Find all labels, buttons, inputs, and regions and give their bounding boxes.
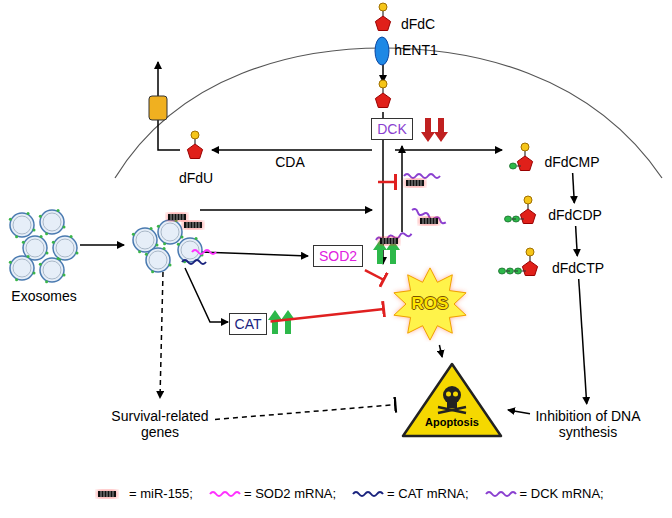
exosome [9, 212, 36, 238]
node-text: ROS [412, 294, 449, 314]
exosome-label: Exosomes [11, 288, 76, 304]
molecule [375, 80, 390, 108]
connector [439, 345, 442, 357]
connector [270, 309, 384, 321]
node-text: SOD2 [319, 248, 357, 264]
molecule-label: dFdC [401, 16, 435, 32]
molecule [499, 248, 538, 276]
node-text: Survival-related genes [108, 408, 212, 440]
mir-155 [183, 221, 203, 229]
exosome [39, 209, 66, 235]
enzyme-label: CDA [275, 154, 305, 170]
enzyme-box: SOD2 [313, 245, 363, 267]
mrna [486, 492, 516, 496]
exosome [52, 235, 79, 261]
enzyme-box: CAT [229, 313, 268, 335]
mir-155 [379, 237, 399, 245]
connector [579, 279, 587, 404]
connector [365, 270, 384, 280]
exosome [145, 247, 172, 273]
metabolite-label: dFdU [179, 170, 213, 186]
exosome [157, 219, 184, 245]
legend-text: = DCK mRNA; [520, 486, 604, 501]
mrna [210, 492, 240, 496]
exosome [39, 257, 66, 283]
mrna [353, 492, 383, 496]
outcome-label: Inhibition of DNA synthesis [533, 408, 643, 440]
exosome [177, 237, 204, 263]
node-text: DCK [377, 121, 407, 137]
legend-text: = miR-155; [129, 486, 193, 501]
node-text: Inhibition of DNA synthesis [533, 408, 643, 440]
legend-sample [483, 487, 517, 501]
mrna [404, 174, 440, 178]
connector [508, 410, 530, 414]
transporter: hENT1 [374, 42, 438, 58]
metabolite-label: dFdCMP [544, 154, 599, 170]
enzyme-box: DCK [371, 118, 413, 140]
node-text: dFdU [179, 170, 213, 186]
ros-star: ROS [388, 266, 472, 342]
metabolite-label: dFdCDP [548, 207, 602, 223]
molecule [187, 131, 202, 159]
legend-sample [207, 487, 241, 501]
node-text: Apoptosis [400, 416, 504, 429]
molecule [505, 196, 536, 224]
legend-text: = SOD2 mRNA; [244, 486, 336, 501]
apoptosis-sign: Apoptosis [400, 361, 504, 439]
legend-item: = SOD2 mRNA; [207, 486, 336, 501]
metabolite-label: dFdCTP [552, 260, 604, 276]
mir-155 [419, 217, 439, 225]
node-text: CAT [235, 316, 262, 332]
node-text: dFdCTP [552, 260, 604, 276]
legend-sample [92, 487, 126, 501]
molecule [510, 143, 533, 171]
mrna [182, 260, 206, 264]
connector [576, 226, 578, 256]
node-text: Exosomes [11, 288, 76, 304]
mir-155 [405, 179, 425, 187]
mrna [411, 208, 446, 224]
legend: = miR-155; = SOD2 mRNA; = CAT mRNA; = DCK m… [92, 486, 618, 501]
connector [573, 173, 575, 203]
node-text: dFdC [401, 16, 435, 32]
legend-text: = CAT mRNA; [387, 486, 469, 501]
node-text: dFdCMP [544, 154, 599, 170]
gene-label: Survival-related genes [108, 408, 212, 440]
legend-item: = DCK mRNA; [483, 486, 604, 501]
mrna [192, 250, 216, 254]
connector [215, 405, 396, 420]
mir-155 [167, 213, 187, 221]
node-text: hENT1 [394, 42, 438, 58]
molecule [375, 3, 390, 31]
mir-155 [97, 490, 117, 498]
legend-item: = CAT mRNA; [350, 486, 469, 501]
legend-item: = miR-155; [92, 486, 193, 501]
node-text: dFdCDP [548, 207, 602, 223]
exosome [9, 255, 36, 281]
transporter-oval [373, 35, 391, 67]
legend-sample [350, 487, 384, 501]
